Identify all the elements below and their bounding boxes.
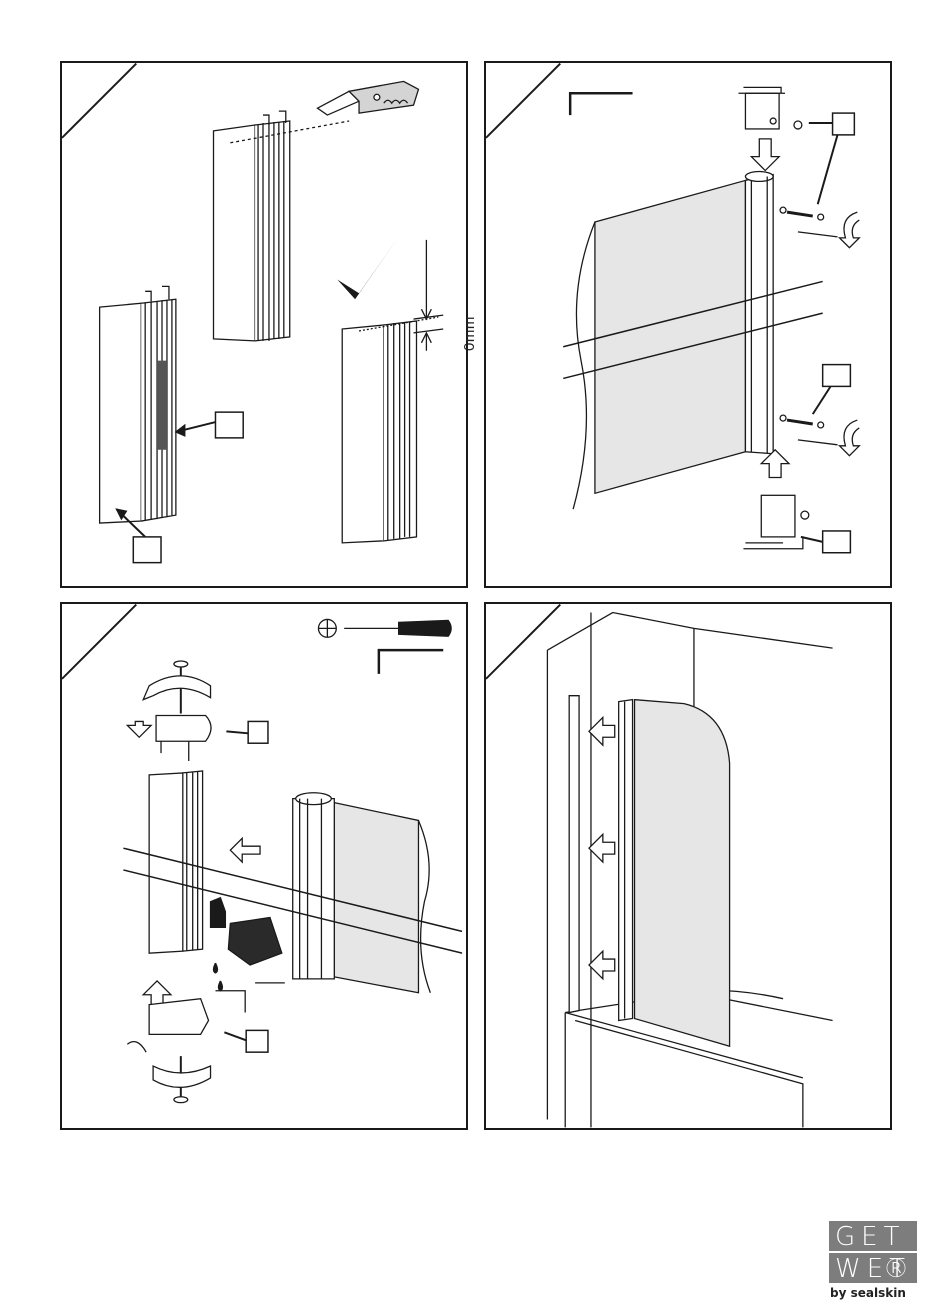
hex-key-icon [379, 650, 443, 674]
registered-mark: ® [883, 1254, 915, 1281]
callout-box-g [246, 1030, 268, 1052]
hinge-profile [619, 700, 633, 1021]
bottom-bracket [149, 999, 208, 1035]
corner-step-marker [62, 605, 136, 679]
washer-icon [794, 121, 802, 129]
corner-step-marker [486, 605, 560, 679]
direction-arrow-icon [589, 951, 615, 979]
callout-box-e [823, 531, 851, 553]
corner-step-marker [62, 64, 136, 138]
top-bracket [739, 87, 786, 129]
direction-arrow-icon [230, 838, 260, 862]
direction-arrow-icon [589, 834, 615, 862]
screw-icon [780, 415, 824, 428]
screw-icon [780, 207, 824, 220]
hand-pointing-icon [211, 898, 226, 928]
corner-step-marker [486, 64, 560, 138]
oil-drop-icon [218, 981, 222, 991]
logo-tagline: by sealskin [830, 1286, 906, 1300]
step-1-illustration [62, 63, 466, 586]
wall-profile-bottom [100, 303, 142, 523]
logo-word-get: GET [835, 1222, 905, 1252]
checkmark-icon [337, 234, 400, 299]
dimension-label: 0mm [461, 316, 478, 351]
oil-drop-icon [214, 963, 218, 973]
callout-box-b [133, 537, 161, 563]
rotate-arrow-icon [840, 212, 860, 248]
logo-box-wet: WET ® [829, 1253, 917, 1283]
step-panel-4 [484, 602, 892, 1130]
wall-profile [569, 696, 579, 1013]
rotate-arrow-icon [127, 1042, 146, 1053]
trimmed-profile [342, 325, 384, 543]
glass-panel [595, 180, 746, 493]
rotate-arrow-icon [840, 420, 860, 456]
brand-logo: GET WET ® by sealskin [829, 1221, 919, 1299]
callout-box-a [215, 412, 243, 438]
step-4-illustration [486, 604, 890, 1128]
glass-screen [635, 700, 730, 1047]
direction-arrow-icon [761, 450, 789, 478]
hinge-profile [293, 799, 335, 979]
ceiling-line [547, 613, 832, 651]
step-3-illustration [62, 604, 466, 1128]
callout-box-c [833, 113, 855, 135]
direction-arrow-icon [751, 139, 779, 171]
wall-profile [149, 773, 183, 953]
step-2-illustration [486, 63, 890, 586]
logo-box-get: GET [829, 1221, 917, 1251]
bottom-bracket [743, 495, 808, 548]
direction-arrow-icon [589, 717, 615, 745]
hinge-profile [745, 174, 773, 453]
rotate-arrow-icon [143, 676, 210, 700]
wall-profile-top [214, 125, 256, 341]
step-panel-1: 0mm [60, 61, 468, 588]
hex-key-small [798, 232, 838, 237]
step-panel-3 [60, 602, 468, 1130]
direction-arrow-icon [127, 721, 151, 737]
callout-box-f [248, 721, 268, 743]
glass-panel [334, 803, 418, 993]
top-bracket [156, 715, 211, 741]
cloth [228, 917, 281, 965]
step-panel-2 [484, 61, 892, 588]
callout-box-d [823, 365, 851, 387]
hex-key-icon [570, 93, 632, 115]
utility-knife-icon [317, 81, 418, 115]
